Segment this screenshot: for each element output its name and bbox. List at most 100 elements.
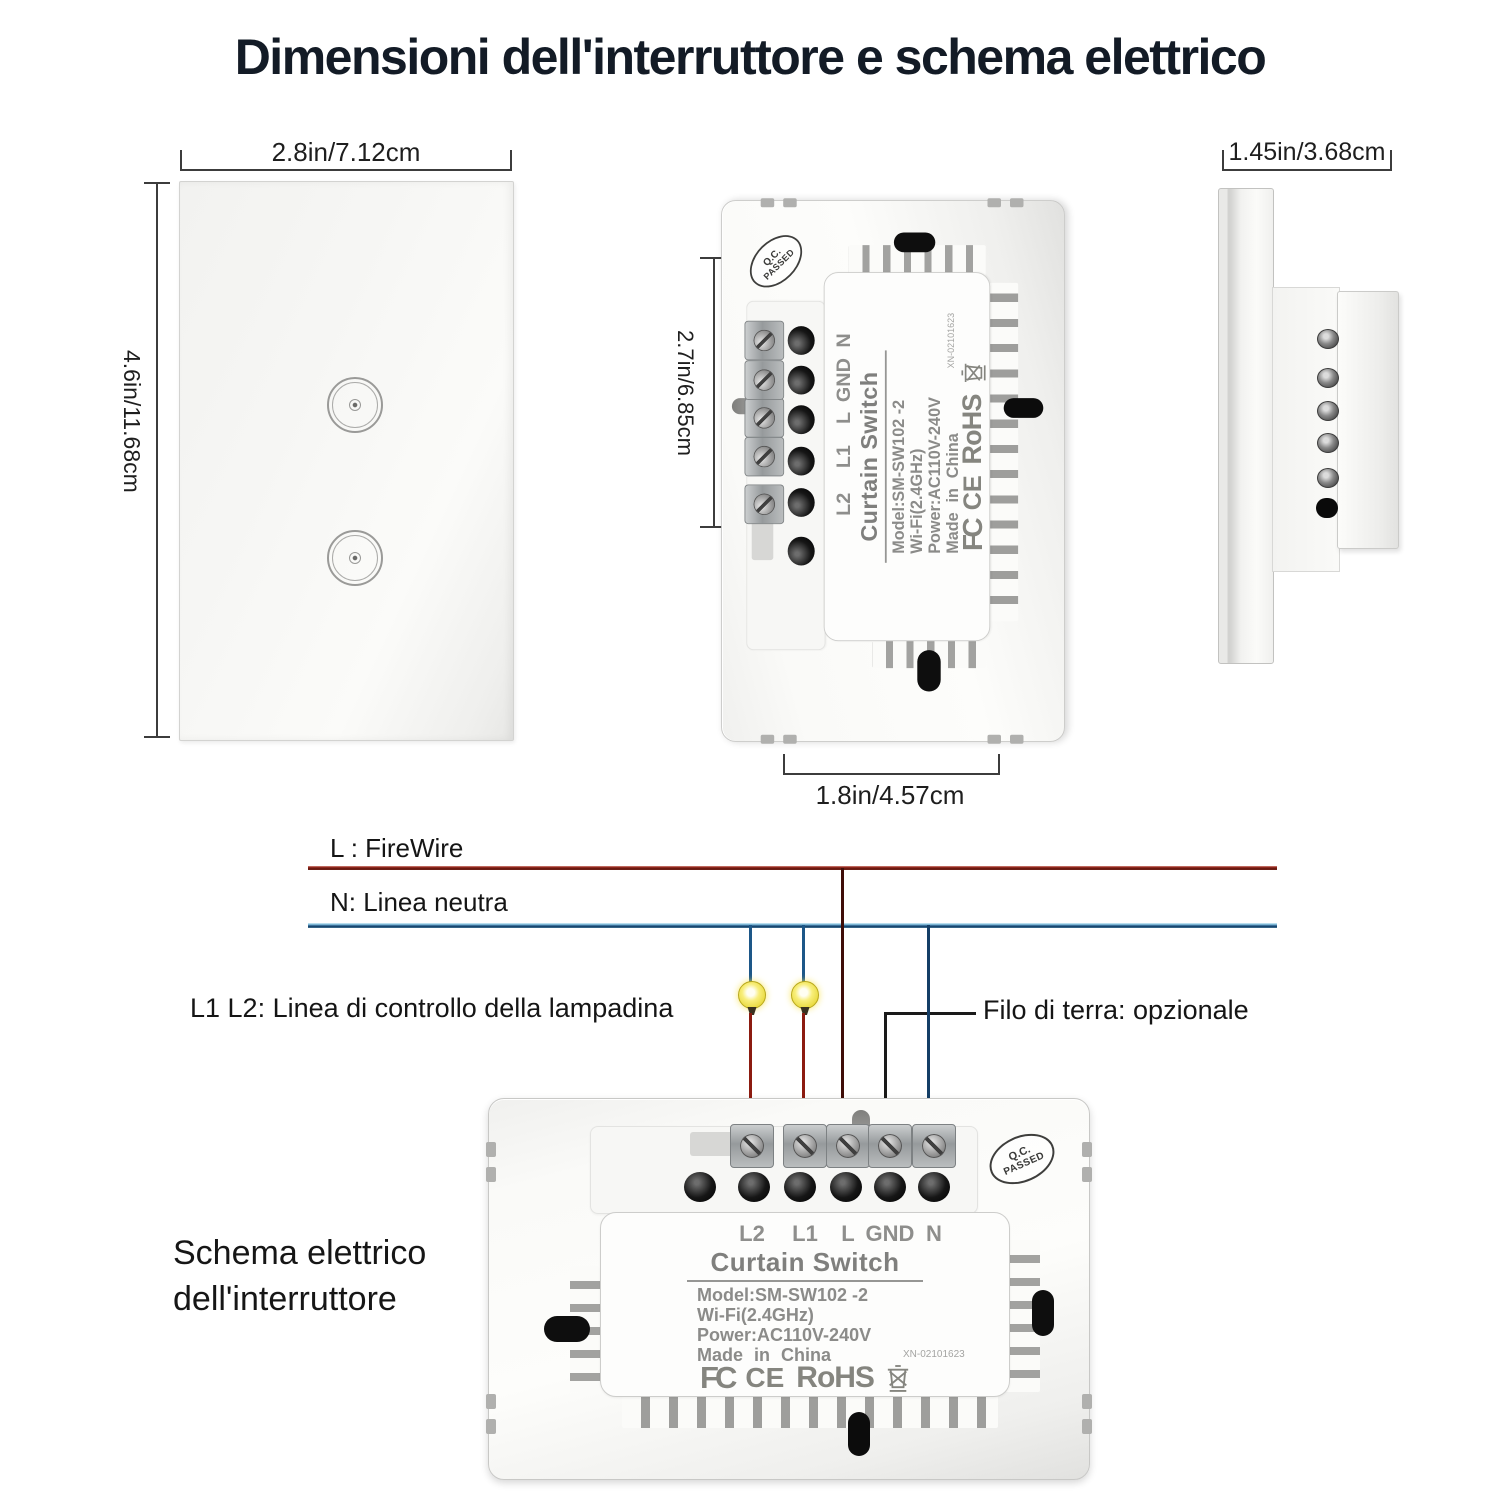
front-width-tick-left	[180, 150, 182, 171]
terminal-clamp	[744, 436, 785, 477]
origin-text: Made in China	[697, 1345, 832, 1365]
terminal-label-n: N	[831, 333, 855, 348]
product-name: Curtain Switch	[855, 371, 883, 542]
ground-wire	[884, 1012, 887, 1143]
mounting-clip	[1082, 1394, 1092, 1434]
terminal-label-l: L	[831, 411, 855, 424]
terminal-label-gnd: GND	[865, 1221, 915, 1246]
front-width-dimension-line	[180, 169, 512, 171]
rohs-logo: RoHS	[796, 1361, 875, 1394]
fcc-logo: FC	[956, 521, 989, 552]
vent-fins-bottom	[622, 1396, 998, 1428]
light-bulb-icon	[738, 981, 766, 1009]
front-height-tick-top	[144, 182, 170, 184]
light-bulb-icon	[791, 981, 819, 1009]
side-screw	[1317, 433, 1339, 453]
switch-front-view	[179, 181, 514, 741]
vent-fins-bottom	[989, 282, 1019, 622]
screw-head	[787, 405, 815, 435]
side-width-dimension-label: 1.45in/3.68cm	[1228, 138, 1386, 166]
back-width-dimension-label: 1.8in/4.57cm	[815, 780, 965, 810]
bulb1-neutral-wire	[749, 925, 752, 983]
back-height-tick-top	[700, 257, 727, 259]
rohs-logo: RoHS	[957, 394, 988, 465]
product-name: Curtain Switch	[710, 1247, 900, 1277]
screw-head	[787, 365, 815, 395]
side-slot	[1316, 498, 1338, 518]
terminal-clamp	[744, 398, 785, 438]
keyhole-slot-left	[917, 650, 941, 692]
weee-bin-icon	[961, 363, 986, 383]
underline	[687, 1280, 923, 1282]
diagram-caption: Schema elettrico dell'interruttore	[173, 1230, 426, 1322]
caption-line1: Schema elettrico	[173, 1234, 427, 1272]
switch-module: L2 L1 L GND N Curtain Switch Model:SM-SW…	[823, 272, 991, 642]
back-width-dimension-line	[783, 773, 1000, 775]
screw-head	[787, 446, 815, 476]
live-wire-line	[308, 866, 1277, 870]
back-height-dimension-label: 2.7in/6.85cm	[673, 330, 698, 456]
side-width-tick-right	[1390, 150, 1392, 171]
switch-back-view-wired: L2 L1 L GND N Curtain Switch Model:SM-SW…	[486, 1098, 1092, 1480]
terminal-clamp-l1	[783, 1124, 827, 1168]
ce-logo: CE	[958, 475, 987, 511]
mounting-clip	[1082, 1142, 1092, 1182]
side-view-terminal-block	[1337, 291, 1399, 549]
underline	[884, 350, 887, 563]
screw-head	[918, 1172, 950, 1202]
neutral-wire-line	[308, 923, 1277, 928]
back-width-tick-right	[998, 754, 1000, 774]
wifi-text: Wi-Fi(2.4GHz)	[907, 448, 926, 554]
screw-head	[784, 1172, 816, 1202]
power-text: Power:AC110V-240V	[697, 1325, 872, 1345]
side-screw	[1317, 329, 1339, 349]
back-width-tick-left	[783, 754, 785, 774]
ground-pointer-line	[886, 1012, 976, 1015]
side-screw	[1317, 368, 1339, 388]
fcc-logo: FC	[700, 1360, 737, 1395]
terminal-clamp-l2	[730, 1124, 774, 1168]
front-height-tick-bottom	[144, 736, 170, 738]
screw-head	[684, 1172, 716, 1202]
back-height-dimension-line	[713, 257, 715, 528]
switch-back-view-rotated: L2 L1 L GND N Curtain Switch Model:SM-SW…	[721, 200, 1065, 742]
screw-head	[830, 1172, 862, 1202]
front-width-dimension-label: 2.8in/7.12cm	[271, 137, 421, 167]
terminal-slot	[751, 518, 774, 561]
terminal-label-l2: L2	[831, 492, 855, 516]
live-wire-label: L : FireWire	[330, 833, 464, 863]
certification-logos: FC CE RoHS	[601, 1360, 1009, 1395]
serial-text: XN-02101623	[947, 312, 957, 369]
mounting-slot-bottom	[848, 1412, 870, 1456]
screw-head	[787, 488, 815, 517]
mounting-clip	[486, 1142, 496, 1182]
screw-head	[738, 1172, 770, 1202]
mounting-clip	[761, 735, 797, 744]
l2-control-wire	[749, 1013, 752, 1143]
terminal-label-gnd: GND	[831, 358, 855, 403]
model-text: Model:SM-SW102 -2	[889, 399, 908, 554]
ce-logo: CE	[745, 1362, 785, 1393]
weee-bin-icon	[887, 1365, 909, 1392]
wifi-text: Wi-Fi(2.4GHz)	[697, 1305, 814, 1325]
keyhole-slot-right	[1032, 1290, 1054, 1336]
serial-text: XN-02101623	[903, 1349, 965, 1360]
live-drop-wire	[841, 868, 844, 1143]
terminal-clamp-gnd	[868, 1124, 912, 1168]
terminal-clamp	[744, 484, 785, 525]
caption-line2: dell'interruttore	[173, 1280, 397, 1318]
keyhole-slot-right	[893, 232, 936, 253]
screw-head	[787, 536, 815, 566]
terminal-clamp	[744, 360, 785, 400]
back-height-tick-bottom	[700, 526, 727, 528]
terminal-slot	[690, 1132, 736, 1156]
bulb2-neutral-wire	[802, 925, 805, 983]
side-screw	[1317, 401, 1339, 421]
ground-wire-label: Filo di terra: opzionale	[983, 995, 1249, 1025]
mounting-clip	[988, 198, 1024, 207]
front-height-dimension-line	[156, 182, 158, 738]
mounting-slot-bottom	[1003, 398, 1044, 418]
keyhole-slot-left	[544, 1316, 590, 1342]
side-view-glass-panel	[1218, 188, 1274, 664]
switch-module: L2 L1 L GND N Curtain Switch Model:SM-SW…	[600, 1212, 1010, 1397]
